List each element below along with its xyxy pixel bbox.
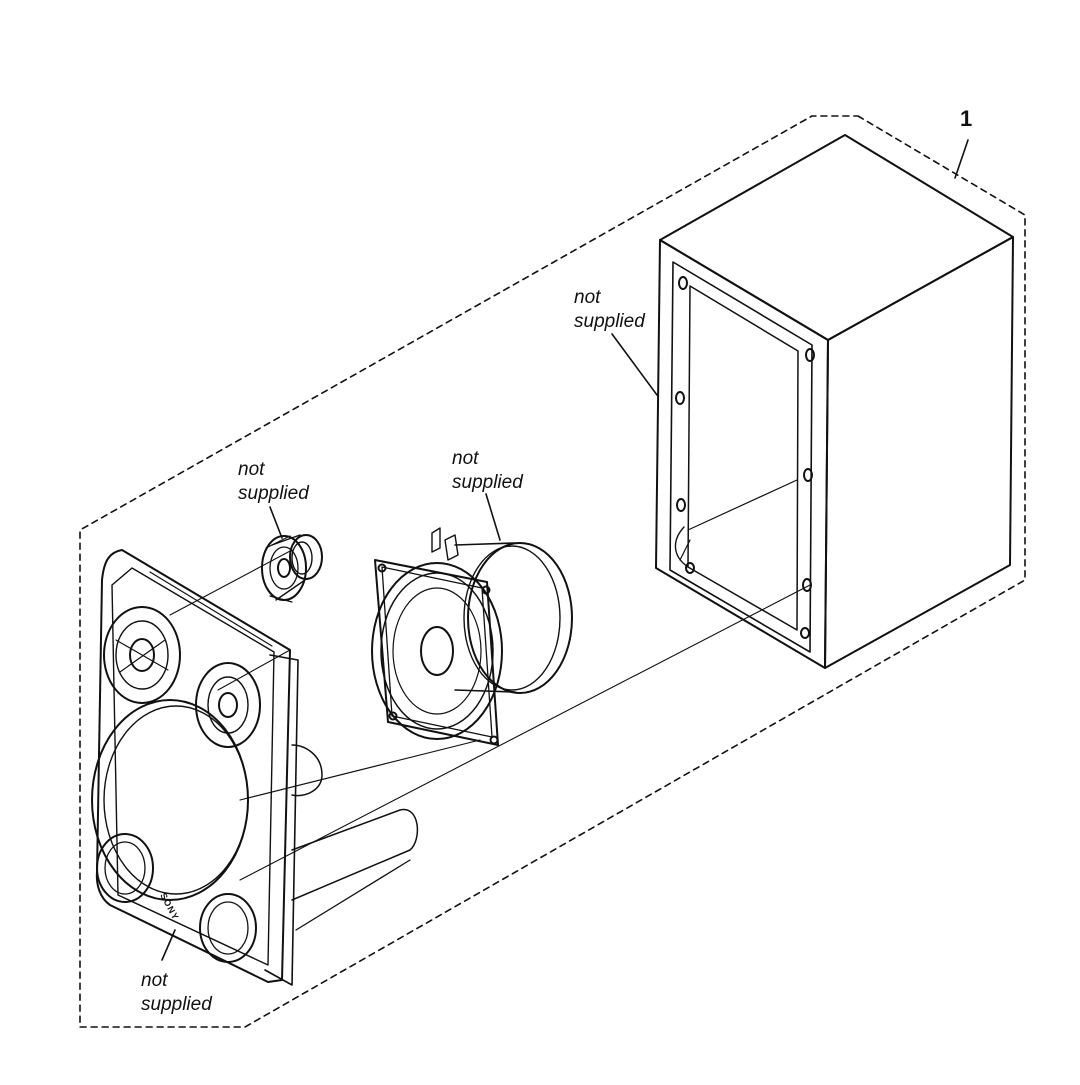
callout-number-1: 1 bbox=[960, 106, 973, 131]
leader-cabinet-frame bbox=[611, 333, 658, 396]
woofer-driver bbox=[371, 527, 573, 746]
label-line1: not bbox=[238, 459, 265, 480]
assembly-boundary-dashed bbox=[79, 115, 1026, 1028]
label-line1: not bbox=[452, 448, 479, 469]
assembly-guide-lines bbox=[169, 549, 811, 881]
brand-mark: SONY bbox=[158, 891, 181, 922]
tweeter-driver bbox=[261, 534, 323, 603]
label-line1: not bbox=[574, 287, 601, 308]
front-baffle bbox=[91, 549, 419, 986]
label-woofer-not-supplied: not supplied bbox=[452, 447, 523, 495]
cabinet-box bbox=[655, 134, 1014, 669]
label-cabinet-frame-not-supplied: not supplied bbox=[574, 286, 645, 334]
leader-tweeter bbox=[269, 506, 283, 539]
label-line2: supplied bbox=[452, 472, 523, 493]
label-line2: supplied bbox=[574, 311, 645, 332]
callout-1-leader bbox=[954, 139, 969, 179]
label-line2: supplied bbox=[238, 483, 309, 504]
label-leaders bbox=[161, 333, 658, 961]
label-tweeter-not-supplied: not supplied bbox=[238, 458, 309, 506]
leader-front-grille bbox=[161, 929, 176, 961]
label-line2: supplied bbox=[141, 994, 212, 1015]
label-line1: not bbox=[141, 970, 168, 991]
label-front-grille-not-supplied: not supplied bbox=[141, 969, 212, 1017]
leader-woofer bbox=[485, 493, 501, 541]
